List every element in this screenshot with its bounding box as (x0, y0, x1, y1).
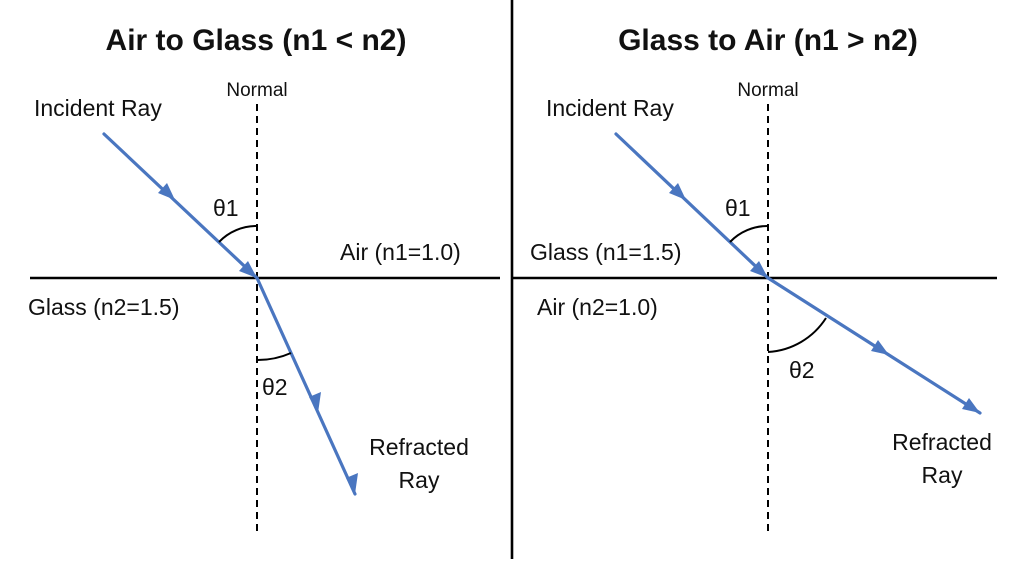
normal-label: Normal (226, 80, 287, 101)
incident-ray-end-arrowhead (239, 261, 257, 278)
panel-title: Air to Glass (n1 < n2) (106, 24, 407, 57)
refracted-ray-arrowhead (309, 392, 321, 413)
theta2-arc (256, 352, 292, 362)
panel-title: Glass to Air (n1 > n2) (618, 24, 918, 57)
medium-bottom-label: Glass (n2=1.5) (28, 294, 180, 320)
refracted-ray-end-arrowhead (346, 473, 358, 494)
refracted-ray-end-arrowhead (962, 398, 980, 413)
incident-ray (102, 132, 259, 280)
medium-top-label: Air (n1=1.0) (340, 239, 461, 265)
refracted-ray (255, 276, 357, 496)
theta1-arc (218, 224, 258, 243)
theta1-arc (729, 224, 769, 243)
refracted-ray-label-line2: Ray (922, 462, 963, 488)
refracted-ray-arrowhead (871, 340, 889, 355)
incident-ray-end-arrowhead (750, 261, 768, 278)
medium-bottom-label: Air (n2=1.0) (537, 294, 658, 320)
theta1-label: θ1 (725, 195, 751, 221)
refracted-ray-label-line2: Ray (399, 467, 440, 493)
incident-ray (614, 132, 770, 280)
theta2-label: θ2 (789, 357, 815, 383)
theta2-label: θ2 (262, 374, 288, 400)
incident-ray-label: Incident Ray (34, 95, 162, 121)
refracted-ray-label-line1: Refracted (892, 429, 992, 455)
medium-top-label: Glass (n1=1.5) (530, 239, 682, 265)
incident-ray-label: Incident Ray (546, 95, 674, 121)
incident-ray-arrowhead (669, 183, 686, 200)
normal-label: Normal (737, 80, 798, 101)
refracted-ray (766, 276, 982, 415)
incident-ray-arrowhead (158, 183, 175, 200)
theta1-label: θ1 (213, 195, 239, 221)
panel-air-to-glass: Air to Glass (n1 < n2) Normal Incident R… (28, 24, 500, 535)
refracted-ray-label-line1: Refracted (369, 434, 469, 460)
theta2-arc (767, 317, 827, 353)
panel-glass-to-air: Glass to Air (n1 > n2) Normal Incident R… (512, 24, 997, 535)
